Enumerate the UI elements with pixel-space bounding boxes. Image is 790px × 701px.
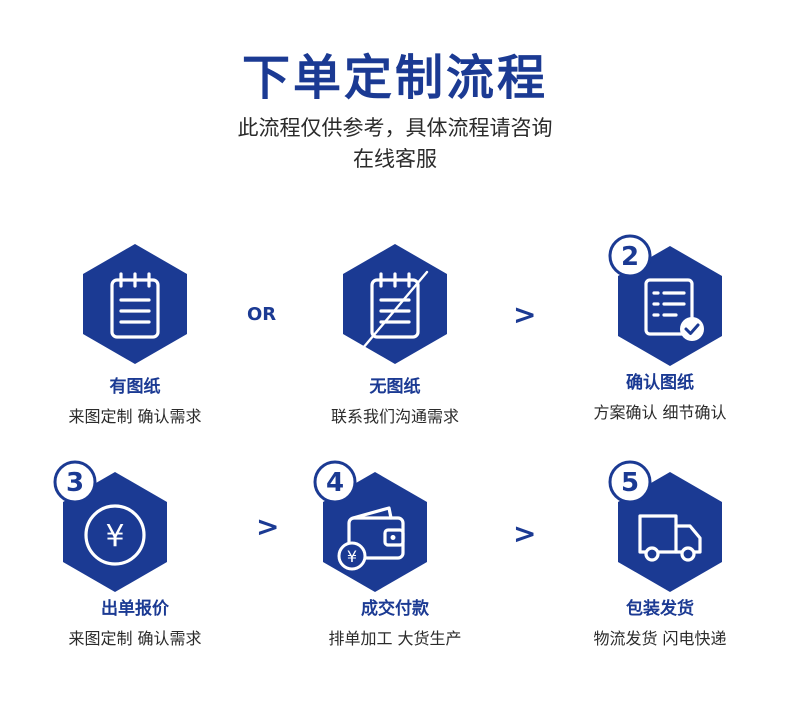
step-payment: ¥ 4 成交付款 排单加工 大货生产	[305, 458, 485, 649]
step-confirm-drawing: 2 确认图纸 方案确认 细节确认	[570, 232, 750, 423]
step-description: 联系我们沟通需求	[330, 407, 459, 426]
step-title: 无图纸	[369, 377, 421, 397]
step-number-badge: 5	[621, 468, 639, 498]
step-description: 来图定制 确认需求	[68, 407, 202, 426]
arrow-separator: >	[513, 298, 537, 331]
document-check-icon: 2	[608, 234, 722, 366]
step-description: 物流发货 闪电快递	[593, 629, 727, 648]
delivery-truck-icon: 5	[608, 460, 722, 592]
step-title: 出单报价	[101, 599, 169, 619]
arrow-separator: >	[256, 510, 280, 543]
notepad-icon	[83, 244, 187, 364]
yen-coin-icon: ¥ 3	[53, 460, 167, 592]
step-number-badge: 2	[621, 242, 639, 272]
crossed-notepad-icon	[343, 244, 447, 364]
step-no-drawing: 无图纸 联系我们沟通需求	[305, 244, 485, 427]
wallet-icon: ¥ 4	[313, 460, 427, 592]
page-title: 下单定制流程	[241, 50, 548, 106]
arrow-separator: >	[513, 517, 537, 550]
subtitle-line-2: 在线客服	[353, 147, 437, 171]
step-has-drawing: 有图纸 来图定制 确认需求	[45, 244, 225, 427]
step-title: 确认图纸	[626, 373, 694, 393]
svg-text:¥: ¥	[105, 519, 124, 554]
step-number-badge: 3	[66, 468, 84, 498]
step-title: 成交付款	[361, 599, 429, 619]
or-separator: OR	[247, 304, 277, 325]
step-title: 有图纸	[109, 377, 161, 397]
step-description: 来图定制 确认需求	[68, 629, 202, 648]
step-number-badge: 4	[326, 468, 344, 498]
subtitle-line-1: 此流程仅供参考，具体流程请咨询	[237, 116, 553, 140]
page-subtitle: 此流程仅供参考，具体流程请咨询 在线客服	[0, 113, 790, 175]
svg-text:¥: ¥	[347, 547, 357, 566]
step-description: 排单加工 大货生产	[328, 629, 462, 648]
step-shipping: 5 包装发货 物流发货 闪电快递	[570, 458, 750, 649]
step-description: 方案确认 细节确认	[593, 403, 727, 422]
step-quotation: ¥ 3 出单报价 来图定制 确认需求	[45, 458, 225, 649]
step-title: 包装发货	[626, 599, 694, 619]
